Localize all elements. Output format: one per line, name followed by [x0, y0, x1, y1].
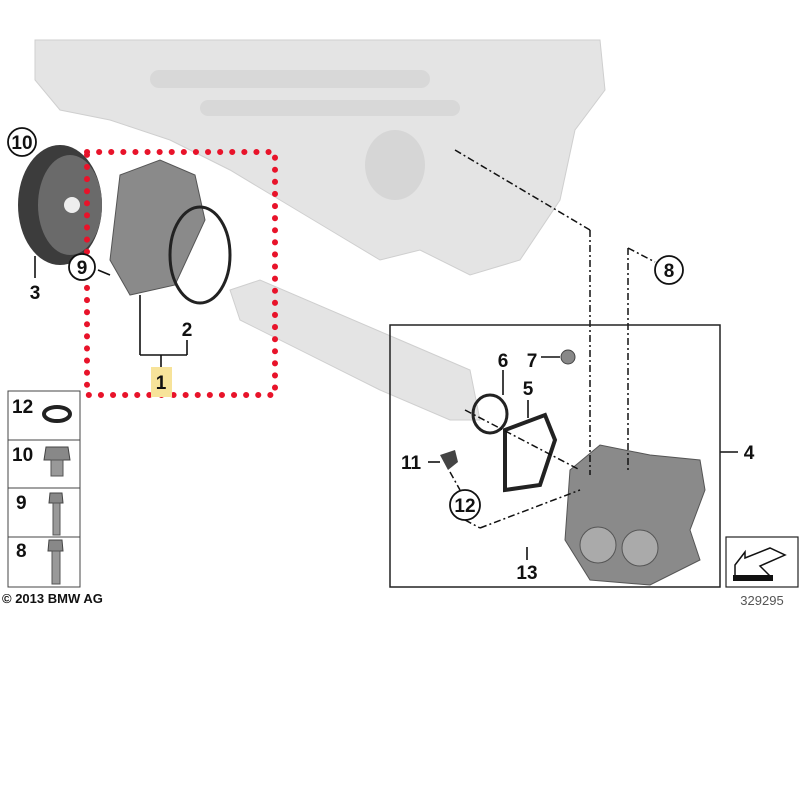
- legend-item-10: 10: [12, 445, 33, 466]
- svg-text:9: 9: [77, 258, 88, 279]
- callout-7[interactable]: 7: [527, 351, 538, 372]
- callout-13[interactable]: 13: [516, 563, 537, 584]
- callout-6[interactable]: 6: [498, 351, 509, 372]
- callout-4[interactable]: 4: [744, 443, 755, 464]
- svg-text:10: 10: [11, 133, 32, 154]
- bolt-icon: [43, 446, 71, 461]
- orientation-arrow-icon: [725, 536, 799, 588]
- callout-3[interactable]: 3: [30, 283, 41, 304]
- o-ring-icon: [42, 405, 72, 423]
- svg-text:1: 1: [156, 373, 167, 394]
- callout-11[interactable]: 11: [401, 453, 422, 474]
- callout-10[interactable]: 10: [7, 127, 37, 157]
- thermostat-group-frame: [389, 324, 721, 588]
- water-pump-illustration: [109, 159, 232, 305]
- small-parts-legend: 12 10 9 8: [7, 390, 81, 588]
- callout-9[interactable]: 9: [68, 253, 96, 281]
- diagram-number: 329295: [740, 593, 783, 608]
- callout-1[interactable]: 1: [151, 367, 172, 397]
- cylinder-head-illustration: [34, 39, 606, 421]
- leader-lines: [34, 149, 738, 560]
- svg-text:8: 8: [664, 261, 675, 282]
- callout-12[interactable]: 12: [449, 489, 481, 521]
- bolt-icon: [48, 492, 64, 504]
- callout-5[interactable]: 5: [523, 379, 534, 400]
- legend-item-9: 9: [16, 493, 27, 514]
- callout-2[interactable]: 2: [182, 320, 193, 341]
- thermostat-housing-illustration: [440, 349, 706, 586]
- callout-8[interactable]: 8: [654, 255, 684, 285]
- svg-text:12: 12: [454, 496, 475, 517]
- bolt-icon: [47, 539, 64, 552]
- legend-item-12: 12: [12, 397, 33, 418]
- legend-item-8: 8: [16, 541, 27, 562]
- copyright: © 2013 BMW AG: [2, 591, 103, 606]
